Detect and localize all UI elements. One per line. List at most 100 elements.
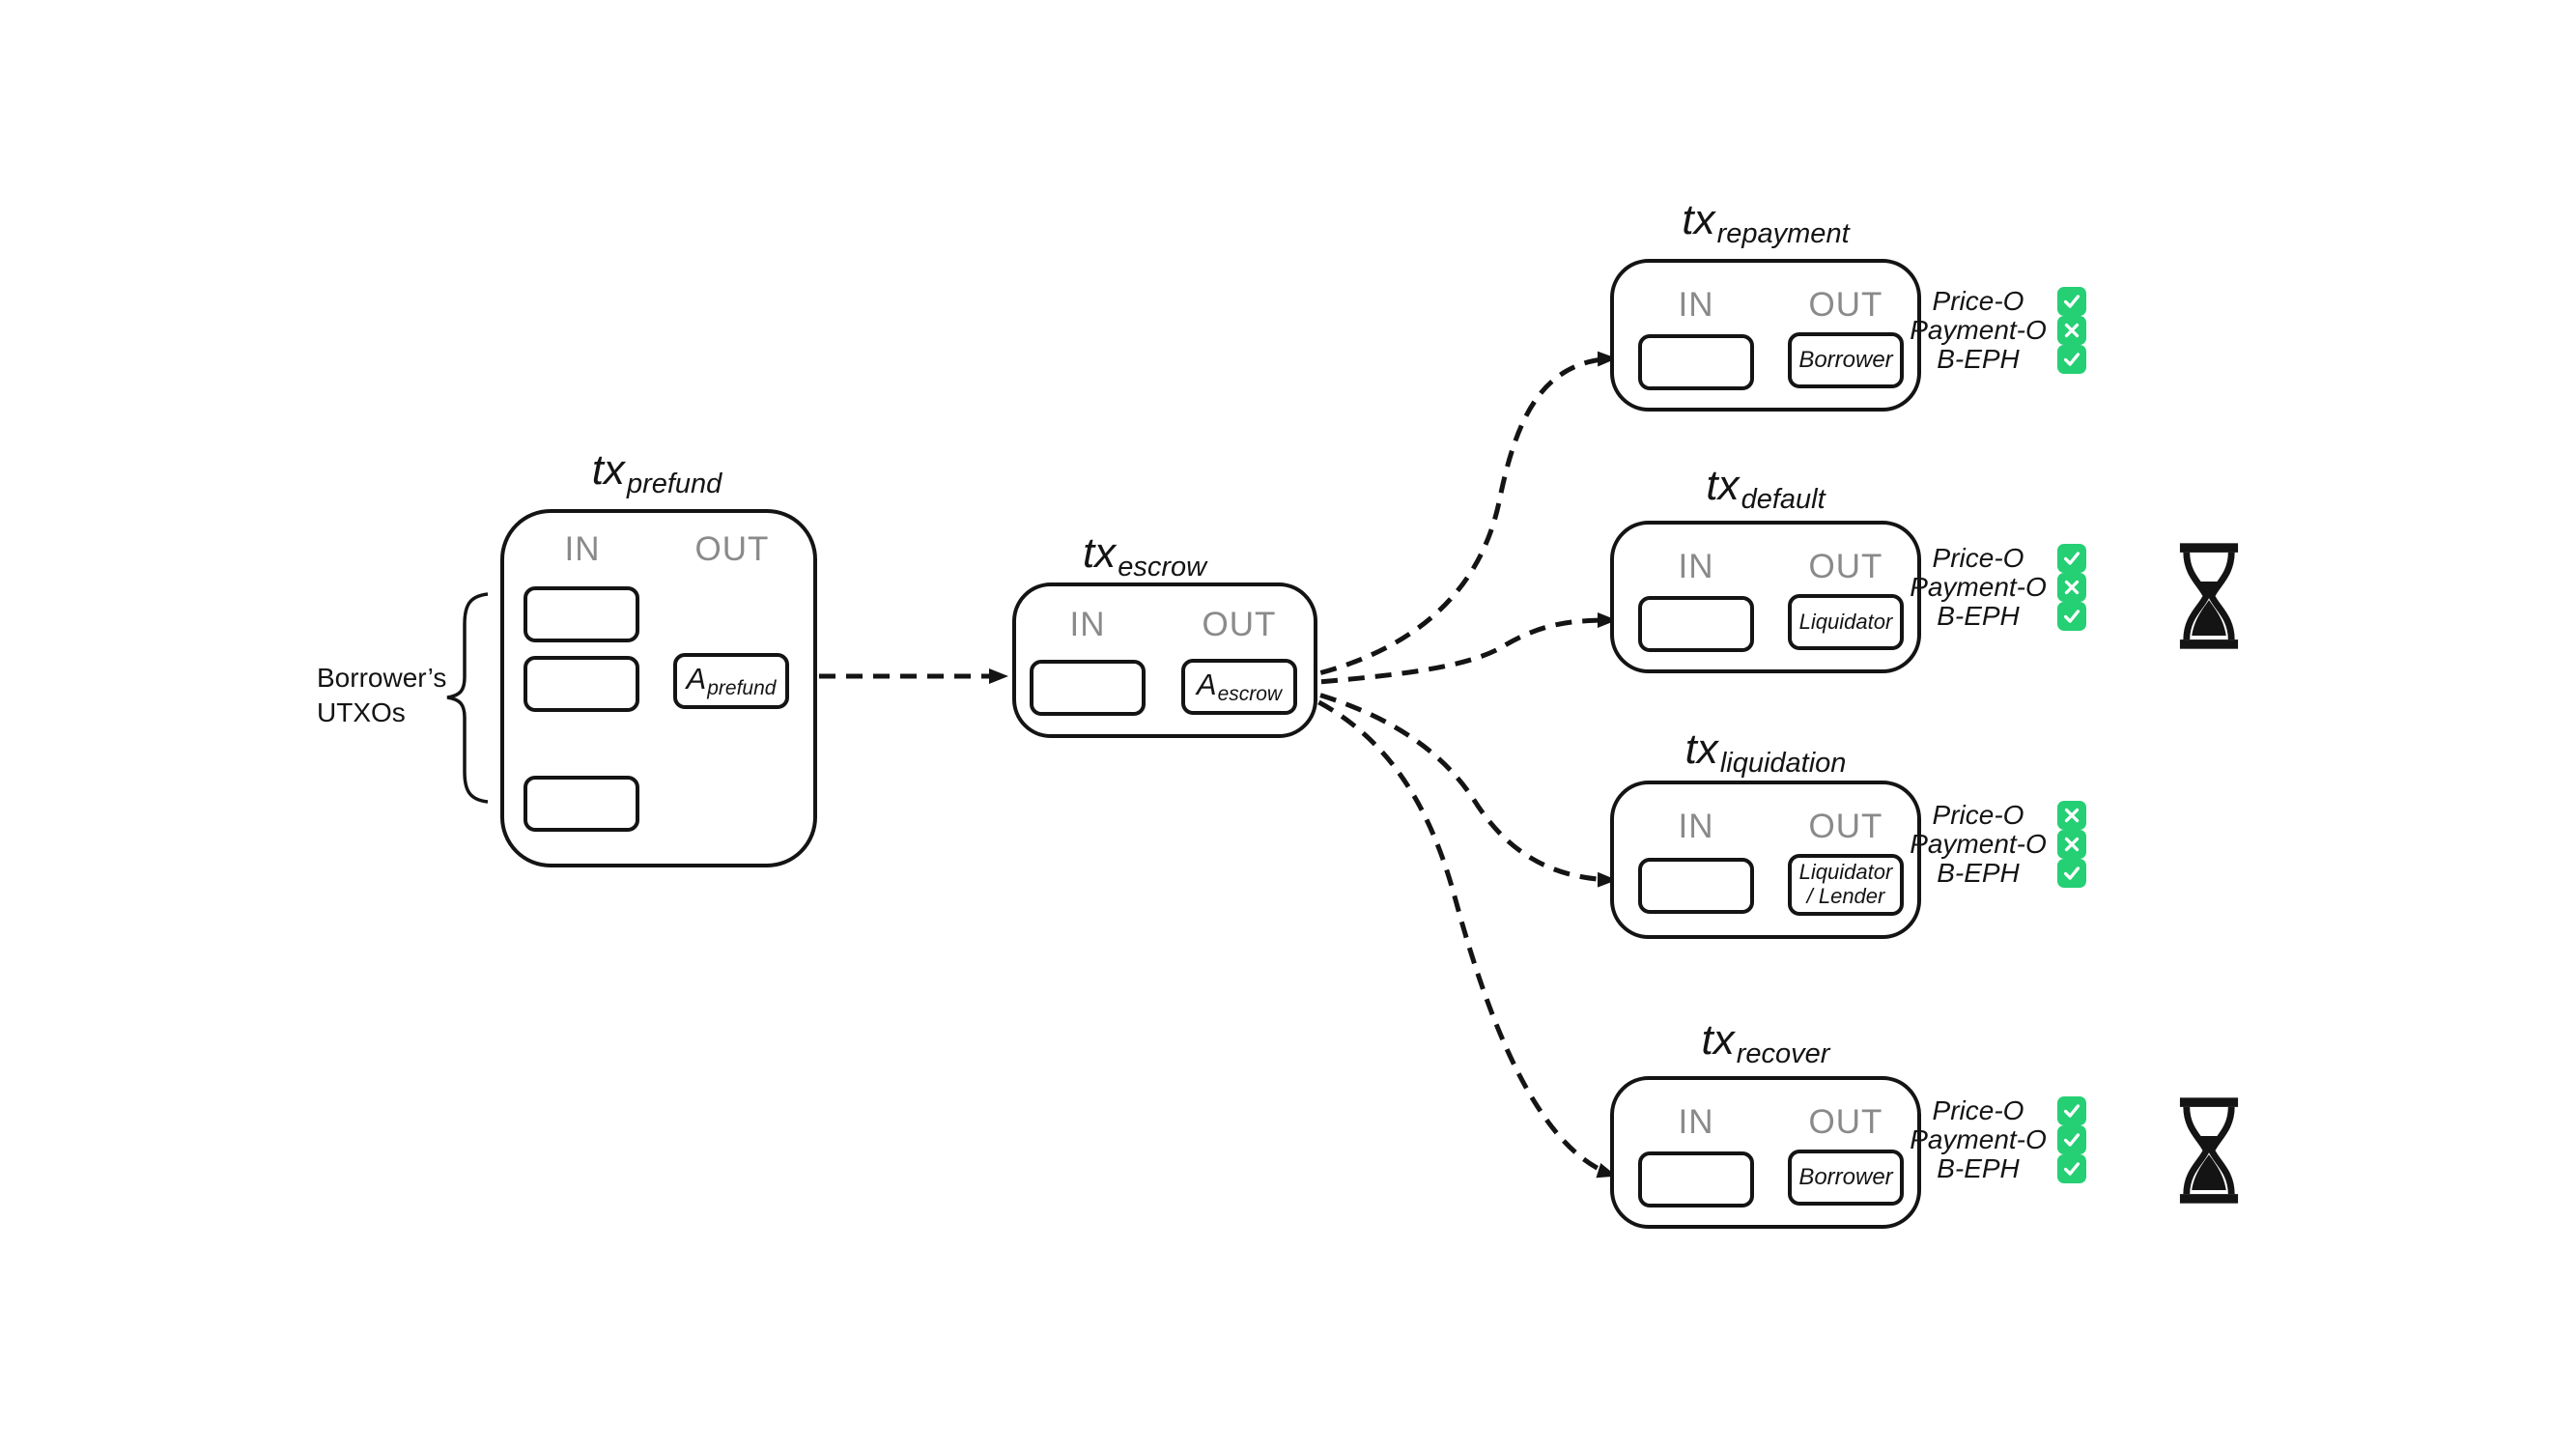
check-icon <box>2063 610 2081 623</box>
liquidation-condition-b-eph: B-EPH <box>1937 858 2020 888</box>
liquidation-title-main: tx <box>1684 725 1718 773</box>
status-icon <box>2057 573 2086 602</box>
prefund-title-sub: prefund <box>626 469 722 499</box>
repayment-in-slot <box>1638 334 1754 390</box>
default-condition-payment-o: Payment-O <box>1910 572 2047 602</box>
repayment-out-label: OUT <box>1808 286 1883 324</box>
liquidation-out-recipient: Liquidator <box>1798 860 1893 885</box>
liquidation-condition-price-o: Price-O <box>1932 800 2024 830</box>
liquidation-title: txliquidation <box>1635 725 1896 780</box>
liquidation-out-label: OUT <box>1808 808 1883 845</box>
recover-out-label: OUT <box>1808 1103 1883 1141</box>
escrow-output-slot: Aescrow <box>1181 659 1297 715</box>
escrow-title-sub: escrow <box>1118 552 1207 582</box>
default-condition-price-o: Price-O <box>1932 543 2024 573</box>
prefund-input-slot-1 <box>524 586 639 642</box>
repayment-out-slot: Borrower <box>1788 332 1904 388</box>
repayment-title-sub: repayment <box>1716 218 1850 249</box>
repayment-in-label: IN <box>1678 286 1714 324</box>
check-icon <box>2063 1104 2081 1118</box>
escrow-output-main: A <box>1196 668 1217 701</box>
status-icon <box>2057 801 2086 830</box>
liquidation-out-recipient-line2: / Lender <box>1806 884 1885 908</box>
status-icon <box>2057 859 2086 888</box>
status-icon <box>2057 287 2086 316</box>
cross-icon <box>2064 323 2080 338</box>
status-icon <box>2057 316 2086 345</box>
recover-title-main: tx <box>1701 1016 1735 1064</box>
borrowers-utxos-line1: Borrower’s <box>317 663 447 693</box>
check-icon <box>2063 867 2081 880</box>
recover-out-slot: Borrower <box>1788 1150 1904 1206</box>
prefund-input-slot-n <box>524 776 639 832</box>
cross-icon <box>2064 808 2080 823</box>
escrow-to-repayment-arrow <box>1293 351 1617 682</box>
status-icon <box>2057 544 2086 573</box>
recover-title-sub: recover <box>1736 1038 1830 1069</box>
borrowers-utxos-label: Borrower’s UTXOs <box>317 661 446 731</box>
borrowers-utxos-line2: UTXOs <box>317 697 406 728</box>
check-icon <box>2063 295 2081 308</box>
liquidation-in-label: IN <box>1678 808 1714 845</box>
check-icon <box>2063 1133 2081 1147</box>
default-title-sub: default <box>1741 484 1826 515</box>
liquidation-box: IN OUT Liquidator / Lender <box>1610 781 1921 939</box>
default-title-main: tx <box>1706 462 1740 509</box>
escrow-to-default-arrow <box>1293 612 1617 687</box>
status-icon <box>2057 345 2086 374</box>
status-icon <box>2057 1125 2086 1154</box>
cross-icon <box>2064 580 2080 595</box>
recover-condition-b-eph: B-EPH <box>1937 1153 2020 1183</box>
recover-in-label: IN <box>1678 1103 1714 1141</box>
prefund-output-slot: Aprefund <box>673 653 789 709</box>
default-out-slot: Liquidator <box>1788 594 1904 650</box>
check-icon <box>2063 353 2081 366</box>
prefund-out-label: OUT <box>694 530 770 568</box>
prefund-box: IN OUT Aprefund <box>500 509 817 867</box>
prefund-in-label: IN <box>564 530 601 568</box>
prefund-output-sub: prefund <box>707 677 777 699</box>
escrow-to-recover-arrow <box>1293 688 1617 1179</box>
escrow-title: txescrow <box>1014 529 1275 583</box>
default-in-slot <box>1638 596 1754 652</box>
liquidation-in-slot <box>1638 858 1754 914</box>
status-icon <box>2057 602 2086 631</box>
default-out-label: OUT <box>1808 548 1883 585</box>
escrow-box: IN OUT Aescrow <box>1012 582 1317 738</box>
default-title: txdefault <box>1635 462 1896 516</box>
repayment-title-main: tx <box>1682 196 1715 243</box>
repayment-box: IN OUT Borrower <box>1610 259 1921 412</box>
check-icon <box>2063 552 2081 565</box>
cross-icon <box>2064 837 2080 852</box>
recover-condition-payment-o: Payment-O <box>1910 1124 2047 1154</box>
repayment-out-recipient: Borrower <box>1798 346 1893 373</box>
prefund-title-main: tx <box>591 446 625 494</box>
prefund-title: txprefund <box>526 446 787 500</box>
repayment-title: txrepayment <box>1635 196 1896 250</box>
recover-title: txrecover <box>1635 1016 1896 1070</box>
escrow-in-label: IN <box>1069 606 1106 643</box>
curly-brace <box>446 592 489 804</box>
escrow-title-main: tx <box>1082 529 1117 577</box>
default-box: IN OUT Liquidator <box>1610 521 1921 673</box>
recover-in-slot <box>1638 1151 1754 1208</box>
status-icon <box>2057 1154 2086 1183</box>
status-icon <box>2057 1096 2086 1125</box>
escrow-to-liquidation-arrow <box>1293 685 1617 888</box>
recover-condition-price-o: Price-O <box>1932 1095 2024 1125</box>
prefund-output-main: A <box>686 662 707 696</box>
liquidation-out-slot: Liquidator / Lender <box>1788 854 1904 916</box>
liquidation-condition-payment-o: Payment-O <box>1910 829 2047 859</box>
repayment-condition-b-eph: B-EPH <box>1937 344 2020 374</box>
prefund-input-slot-2 <box>524 656 639 712</box>
escrow-output-sub: escrow <box>1217 683 1283 705</box>
default-out-recipient: Liquidator <box>1798 609 1893 634</box>
recover-out-recipient: Borrower <box>1798 1163 1893 1190</box>
default-in-label: IN <box>1678 548 1714 585</box>
status-icon <box>2057 830 2086 859</box>
liquidation-title-sub: liquidation <box>1719 748 1847 779</box>
hourglass-icon <box>2169 1097 2249 1206</box>
escrow-out-label: OUT <box>1202 606 1277 643</box>
check-icon <box>2063 1162 2081 1176</box>
